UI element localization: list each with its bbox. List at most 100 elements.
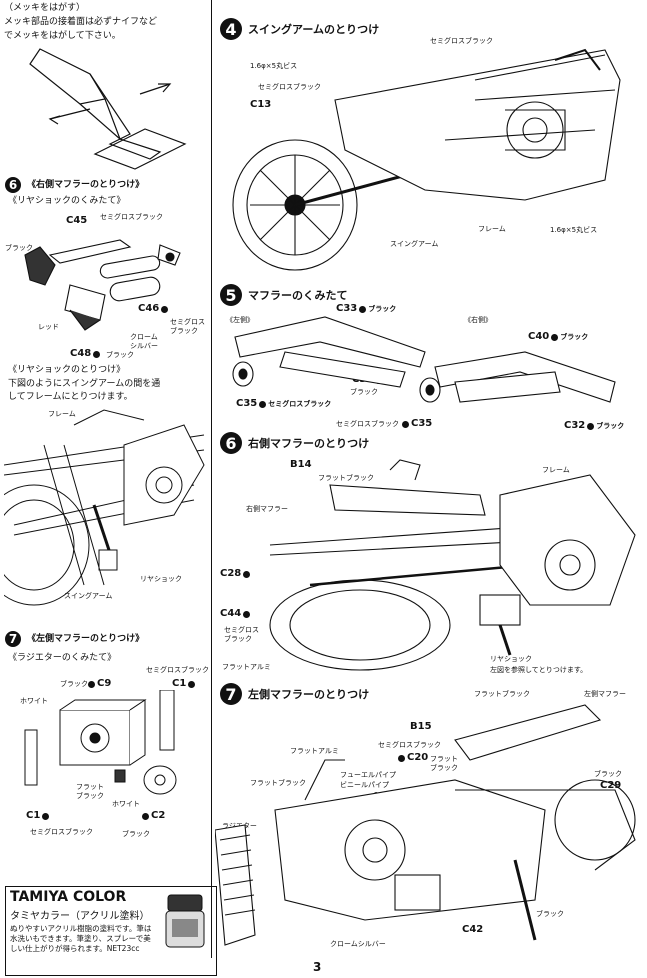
part-label: C28 — [220, 568, 242, 579]
part-c20: C20 — [398, 752, 428, 764]
step-number: 7 — [5, 631, 21, 647]
part-label: C44 — [220, 608, 242, 619]
step-subtitle: 《リヤショックのとりつけ》 — [8, 365, 126, 375]
step-number: 7 — [220, 683, 242, 705]
paint-dot-icon — [398, 754, 405, 762]
paint-label: ブラック — [430, 764, 458, 772]
paint-label: フラットアルミ — [222, 663, 271, 671]
part-label: C33 — [336, 303, 358, 314]
instruction-text: 下図のようにスイングアームの間を通 — [8, 379, 161, 389]
right-muffler-mount-illustration — [269, 459, 636, 671]
paint-label: ブラック — [536, 910, 564, 918]
part-label: C46 — [138, 303, 160, 314]
pipe-label: ビニールパイプ — [340, 781, 389, 789]
rear-shock-assembly-illustration — [24, 239, 181, 331]
part-label: B15 — [410, 721, 432, 732]
paint-label: ブラック — [60, 680, 88, 688]
step-7a-header: 7 《左側マフラーのとりつけ》 — [5, 631, 144, 647]
part-c44: C44 — [220, 608, 251, 620]
paint-label: セミグロスブラック — [430, 37, 493, 45]
part-b14: B14 — [290, 459, 312, 471]
paint-dot-icon — [42, 812, 50, 820]
paint-label: ブラック — [224, 635, 252, 643]
part-c48: C48 — [70, 348, 101, 360]
chrome-note-heading: （メッキをはがす） — [4, 3, 86, 13]
paint-label: セミグロスブラック — [258, 83, 321, 91]
paint-label: ブラック — [106, 351, 134, 359]
part-label: C2 — [151, 810, 166, 821]
step-title: スイングアームのとりつけ — [248, 22, 380, 36]
paint-label: セミグロスブラック — [336, 420, 399, 428]
paint-label: フラット — [430, 755, 458, 763]
paint-label: フラットブラック — [318, 474, 374, 482]
paint-label: ホワイト — [20, 697, 48, 705]
paint-label: セミグロスブラック — [268, 400, 332, 408]
callout-frame: フレーム — [48, 410, 76, 418]
paint-label: フラットブラック — [474, 690, 530, 698]
part-label: C1 — [172, 678, 187, 689]
callout-swing-arm: スイングアーム — [64, 592, 113, 600]
chrome-note-line: メッキ部品の接着面は必ずナイフなど — [4, 17, 158, 27]
paint-label: セミグロスブラック — [378, 741, 441, 749]
paint-label: ホワイト — [112, 800, 140, 808]
swing-arm-illustration — [232, 48, 621, 271]
paint-label: セミグロスブラック — [30, 828, 93, 836]
paint-label: ブラック — [350, 388, 378, 396]
step-title: 左側マフラーのとりつけ — [248, 687, 370, 701]
paint-label: クロームシルバー — [330, 940, 386, 948]
step-6a-header: 6 《右側マフラーのとりつけ》 — [5, 177, 144, 193]
paint-dot-icon — [243, 610, 251, 618]
radiator-assembly-illustration — [24, 690, 177, 795]
part-c28: C28 — [220, 568, 251, 580]
paint-dot-icon — [88, 680, 95, 688]
part-label: C13 — [250, 99, 272, 110]
step-number: 6 — [5, 177, 21, 193]
step-title: マフラーのくみたて — [248, 288, 348, 302]
part-c35-right: C35 — [402, 418, 432, 430]
part-label: C20 — [407, 752, 429, 763]
paint-label: ブラック — [170, 327, 198, 335]
part-c9: C9 — [88, 678, 111, 690]
pipe-label: フューエルパイプ — [340, 771, 396, 779]
part-c45: C45 — [66, 215, 87, 227]
paint-dot-icon — [161, 305, 169, 313]
paint-label: ブラック — [122, 830, 150, 838]
callout-right-muffler: 右側マフラー — [246, 505, 288, 513]
paint-label: レッド — [38, 323, 59, 331]
muffler-assembly-illustration — [232, 316, 616, 403]
page-number: 3 — [313, 960, 322, 974]
callout-swing-arm: スイングアーム — [390, 240, 439, 248]
callout-frame: フレーム — [478, 225, 506, 233]
tamiya-subtitle: タミヤカラー（アクリル塗料） — [10, 911, 150, 922]
callout-rear-shock: リヤショック — [140, 575, 182, 583]
part-label: C45 — [66, 215, 88, 226]
paint-label: セミグロス — [224, 626, 259, 634]
knife-plating-illustration — [29, 48, 187, 170]
step-number: 5 — [220, 284, 242, 306]
paint-label: フラット — [76, 783, 104, 791]
vertical-divider — [211, 0, 212, 958]
callout-rear-shock-note: 左図を参照してとりつけます。 — [490, 666, 588, 674]
paint-dot-icon — [93, 350, 101, 358]
tamiya-description: ぬりやすいアクリル樹脂の塗料です。筆は水洗いもできます。筆塗り、スプレーで美しい… — [10, 924, 152, 953]
tamiya-brand: TAMIYA COLOR — [10, 889, 127, 905]
step-subtitle: 《リヤショックのくみたて》 — [8, 196, 126, 206]
part-c42: C42 — [462, 924, 483, 936]
paint-label: ブラック — [368, 305, 397, 313]
part-label: C40 — [528, 331, 550, 342]
paint-label: ブラック — [560, 333, 589, 341]
part-label: C32 — [564, 420, 586, 431]
paint-label: フラットアルミ — [290, 747, 339, 755]
part-c1-bottom: C1 — [26, 810, 50, 822]
part-label: C1 — [26, 810, 41, 821]
paint-label: シルバー — [130, 342, 158, 350]
step-number: 6 — [220, 432, 242, 454]
left-muffler-mount-illustration — [215, 704, 636, 946]
step-5-header: 5 マフラーのくみたて — [220, 284, 347, 306]
step-title: 《右側マフラーのとりつけ》 — [27, 179, 145, 190]
tamiya-color-box: TAMIYA COLOR タミヤカラー（アクリル塗料） ぬりやすいアクリル樹脂の… — [5, 886, 217, 976]
step-4-header: 4 スイングアームのとりつけ — [220, 18, 379, 40]
